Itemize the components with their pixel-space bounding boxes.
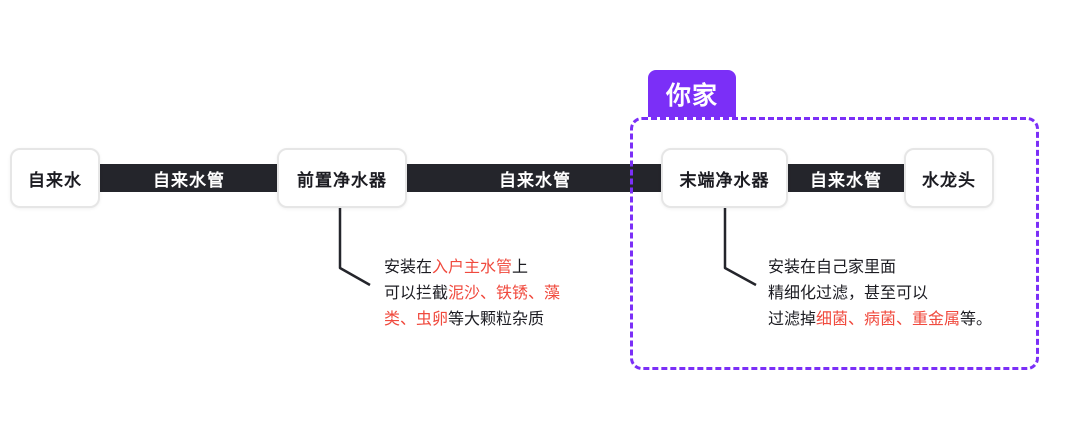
pipe-segment-3: 自来水管	[786, 164, 906, 192]
node-pre-purifier: 前置净水器	[277, 148, 407, 208]
pre-note-line-1: 安装在入户主水管上	[384, 254, 560, 280]
node-pre-purifier-label: 前置净水器	[297, 170, 387, 191]
pre-note-l3-tail: 等大颗粒杂质	[448, 309, 545, 328]
pre-purifier-leader-line	[338, 208, 371, 287]
node-tap-water-label: 自来水	[28, 170, 82, 191]
pre-note-l1-tail: 上	[512, 257, 529, 276]
node-end-purifier-label: 末端净水器	[679, 170, 770, 191]
end-note-line-2: 精细化过滤，甚至可以	[768, 283, 929, 302]
pipe-label-2: 自来水管	[499, 170, 571, 191]
end-note-l3-highlight: 细菌、病菌、重金属	[816, 309, 961, 328]
end-note-l3-tail: 等。	[960, 309, 993, 328]
home-label: 你家	[665, 80, 718, 110]
pre-note-l2-highlight: 泥沙、铁锈、藻	[448, 283, 561, 302]
node-end-purifier: 末端净水器	[661, 148, 788, 208]
pre-purifier-note: 安装在入户主水管上 可以拦截泥沙、铁锈、藻 类、虫卵等大颗粒杂质	[384, 254, 560, 332]
pre-note-line-2: 可以拦截泥沙、铁锈、藻	[384, 280, 560, 306]
end-note-line-1: 安装在自己家里面	[768, 257, 897, 276]
pipe-segment-2: 自来水管	[406, 164, 664, 192]
pre-note-l1-highlight: 入户主水管	[432, 257, 513, 276]
pre-note-line-3: 类、虫卵等大颗粒杂质	[384, 306, 560, 332]
pipe-label-3: 自来水管	[810, 170, 882, 191]
end-note-line-3: 过滤掉细菌、病菌、重金属等。	[768, 306, 992, 332]
end-purifier-note: 安装在自己家里面 精细化过滤，甚至可以 过滤掉细菌、病菌、重金属等。	[768, 254, 992, 332]
pipe-segment-1: 自来水管	[98, 164, 280, 192]
pre-note-l3-highlight: 类、虫卵	[384, 309, 449, 328]
node-tap-water: 自来水	[10, 148, 100, 208]
home-tag: 你家	[648, 70, 736, 117]
pipe-label-1: 自来水管	[153, 170, 225, 191]
end-purifier-leader-line	[723, 208, 757, 287]
node-faucet-label: 水龙头	[922, 170, 976, 191]
end-note-l3-text: 过滤掉	[768, 309, 817, 328]
pre-note-l1-text: 安装在	[384, 257, 433, 276]
home-boundary	[630, 117, 1039, 370]
node-faucet: 水龙头	[904, 148, 994, 208]
pre-note-l2-text: 可以拦截	[384, 283, 449, 302]
